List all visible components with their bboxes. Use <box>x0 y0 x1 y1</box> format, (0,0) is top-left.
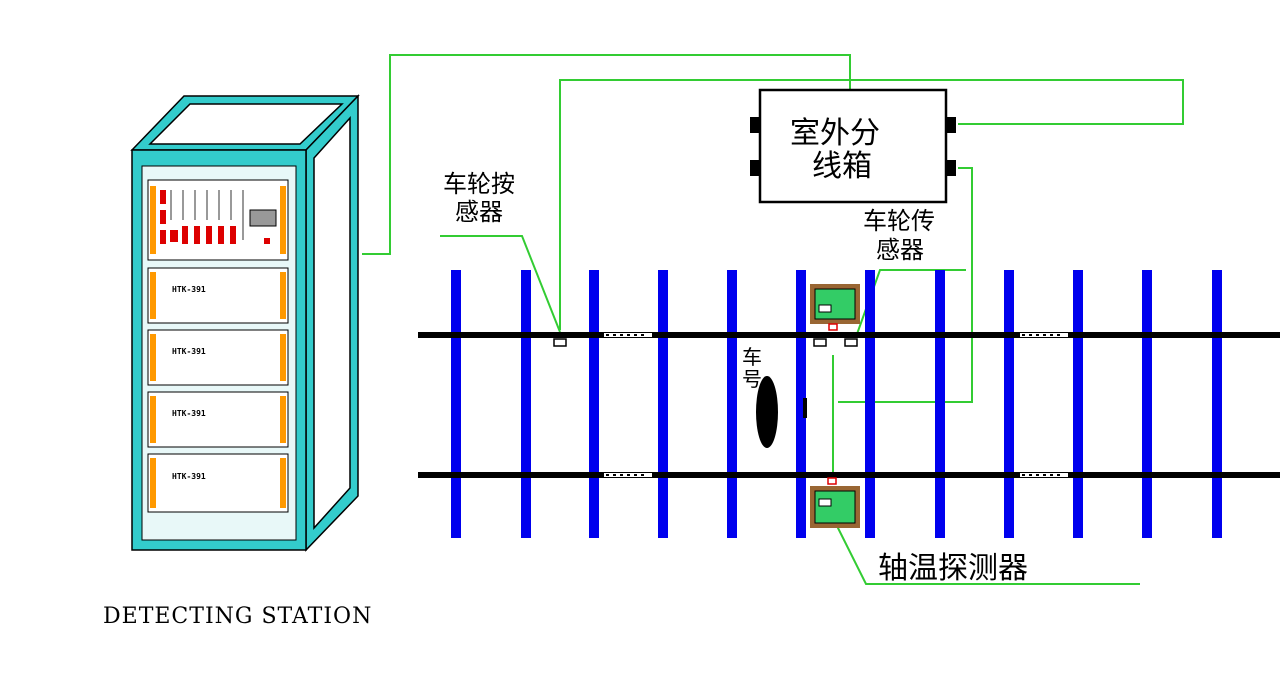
box-port <box>946 117 956 133</box>
car-number-antenna <box>756 376 778 448</box>
wheel-sensor-left <box>553 338 567 347</box>
sleeper <box>1004 270 1014 538</box>
sleeper <box>727 270 737 538</box>
sleeper <box>451 270 461 538</box>
wheel-sensor-right-b <box>844 338 858 347</box>
axle-detector-upper <box>810 284 860 331</box>
axle-detector-lower <box>810 477 860 528</box>
sleepers <box>451 270 1222 538</box>
rail-lower <box>418 472 1280 478</box>
unit-label: HTK-391 <box>172 409 206 418</box>
unit-drawer <box>147 453 289 513</box>
rail-gaps <box>604 333 1068 477</box>
unit-drawer <box>147 391 289 448</box>
right-sensor-label-line1: 车轮传 <box>863 207 935 235</box>
junction-box-label-line1: 室外分 <box>790 116 880 151</box>
sleeper <box>1073 270 1083 538</box>
detector-label: 轴温探测器 <box>878 551 1028 586</box>
sleeper <box>1212 270 1222 538</box>
rail-gap-dots <box>606 334 1060 476</box>
car-number-label-line1: 车 <box>742 345 762 369</box>
box-port <box>750 117 760 133</box>
box-port <box>750 160 760 176</box>
wire-box-to-detector <box>838 167 973 403</box>
wheel-sensor-right-a <box>813 338 827 347</box>
leader-left-sensor <box>440 235 561 333</box>
sleeper <box>521 270 531 538</box>
left-sensor-label-line1: 车轮按 <box>443 170 515 198</box>
rails <box>418 332 1280 478</box>
detecting-station-cabinet <box>130 94 360 552</box>
junction-box-label-line2: 线箱 <box>812 149 872 184</box>
wire-cabinet-to-box <box>362 54 851 255</box>
sleeper <box>865 270 875 538</box>
wheel-sensors <box>553 338 858 347</box>
rail-upper <box>418 332 1280 338</box>
right-sensor-label-line2: 感器 <box>876 236 924 264</box>
car-number-label-line2: 号 <box>742 367 762 391</box>
sleeper <box>1142 270 1152 538</box>
junction-box <box>750 88 956 204</box>
station-caption: DETECTING STATION <box>103 604 372 629</box>
car-number-tick <box>803 398 807 418</box>
unit-drawer <box>147 329 289 386</box>
sleeper <box>935 270 945 538</box>
unit-label: HTK-391 <box>172 347 206 356</box>
sleeper <box>796 270 806 538</box>
unit-label: HTK-391 <box>172 472 206 481</box>
unit-drawer <box>147 267 289 324</box>
unit-label: HTK-391 <box>172 285 206 294</box>
control-panel <box>147 179 289 261</box>
sleeper <box>589 270 599 538</box>
sleeper <box>658 270 668 538</box>
wire-left-sensor <box>559 79 1184 330</box>
box-port <box>946 160 956 176</box>
left-sensor-label-line2: 感器 <box>455 198 503 226</box>
leader-detector <box>834 521 1140 585</box>
